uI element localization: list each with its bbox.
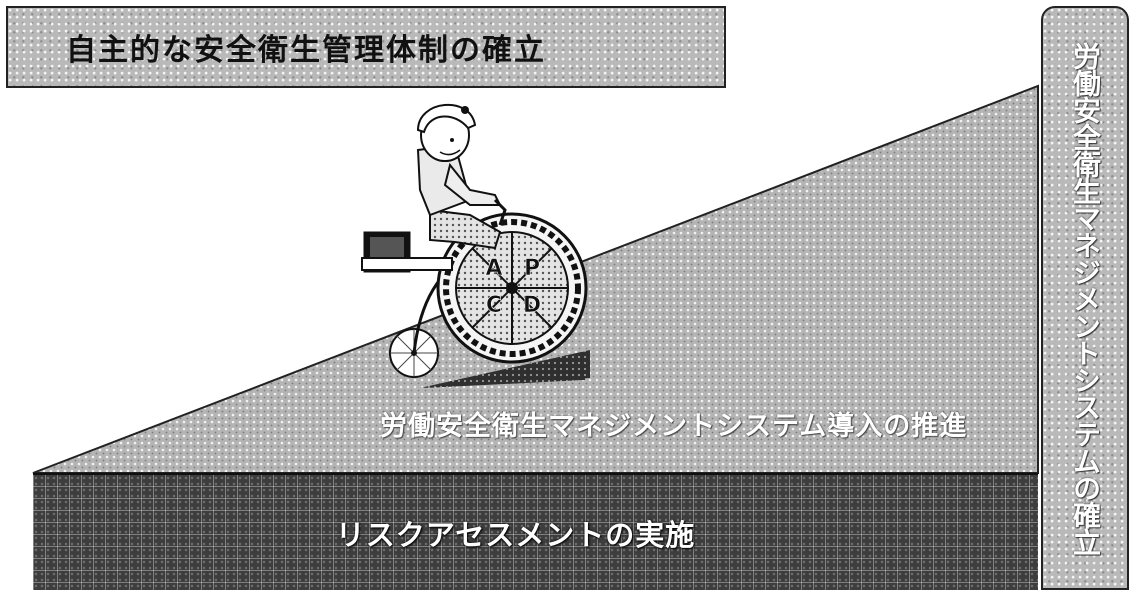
front-wheel: A P C D <box>436 212 588 364</box>
side-pillar-box: 労働安全衛生マネジメントシステムの確立 <box>1041 6 1129 590</box>
foundation-label: リスクアセスメントの実施 <box>335 517 696 552</box>
wheel-letter-a: A <box>485 256 502 281</box>
penny-farthing-rider-illustration: A P C D <box>361 103 588 378</box>
foundation-box: リスクアセスメントの実施 <box>33 473 1038 590</box>
wheel-letter-d: D <box>523 293 541 318</box>
wheel-letter-p: P <box>524 256 540 281</box>
goal-title: 自主的な安全衛生管理体制の確立 <box>66 33 546 68</box>
goal-title-box: 自主的な安全衛生管理体制の確立 <box>6 6 726 88</box>
helmet-icon <box>416 103 477 134</box>
side-pillar-label: 労働安全衛生マネジメントシステムの確立 <box>1069 42 1102 555</box>
rear-rack <box>361 231 453 273</box>
ramp-label: 労働安全衛生マネジメントシステム導入の推進 <box>380 411 968 442</box>
wheel-letter-c: C <box>486 293 502 318</box>
